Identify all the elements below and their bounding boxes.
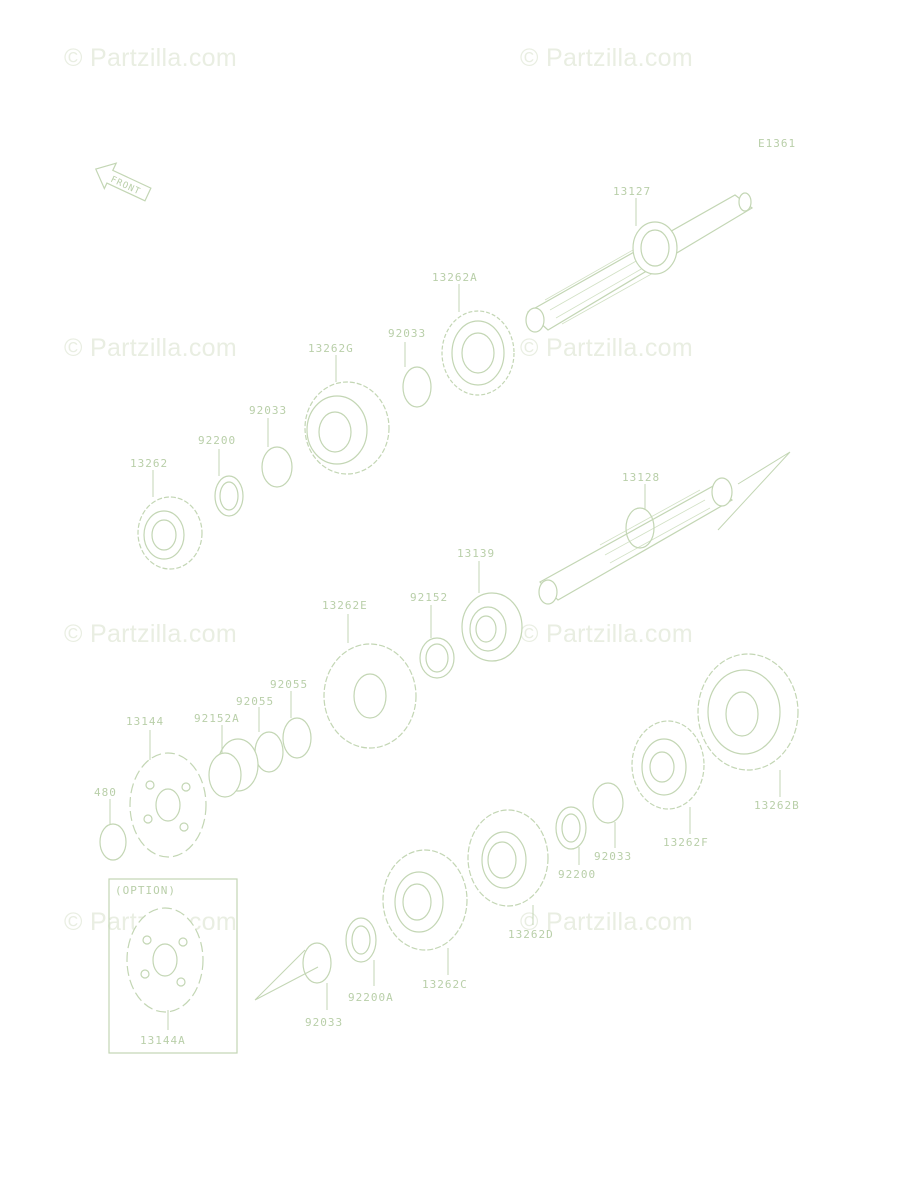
label-13128: 13128 bbox=[622, 471, 660, 484]
label-13262C: 13262C bbox=[422, 978, 468, 991]
gear-13262F bbox=[631, 720, 705, 810]
sprocket-13144 bbox=[129, 752, 207, 858]
label-92033: 92033 bbox=[594, 850, 632, 863]
front-arrow-icon: FRONT bbox=[94, 162, 152, 202]
ring-92055 bbox=[282, 717, 312, 759]
gear-13262C bbox=[382, 849, 468, 951]
label-13262G: 13262G bbox=[308, 342, 354, 355]
output-shaft bbox=[538, 477, 734, 605]
circlip-92033 bbox=[261, 446, 293, 488]
main-shaft bbox=[525, 192, 754, 333]
label-13139: 13139 bbox=[457, 547, 495, 560]
part-13139 bbox=[461, 592, 523, 662]
watermark: © Partzilla.com bbox=[64, 334, 237, 362]
label-13144: 13144 bbox=[126, 715, 164, 728]
label-92055: 92055 bbox=[270, 678, 308, 691]
gear-13262 bbox=[137, 496, 203, 570]
circlip-92033 bbox=[402, 366, 432, 408]
option-label: (OPTION) bbox=[115, 884, 176, 897]
label-13127: 13127 bbox=[613, 185, 651, 198]
washer-92200 bbox=[555, 806, 587, 850]
label-92200: 92200 bbox=[198, 434, 236, 447]
circlip-92033 bbox=[592, 782, 624, 824]
label-92055: 92055 bbox=[236, 695, 274, 708]
watermark: © Partzilla.com bbox=[520, 620, 693, 648]
label-92033: 92033 bbox=[305, 1016, 343, 1029]
gear-13262A bbox=[441, 310, 515, 396]
watermark: © Partzilla.com bbox=[520, 908, 693, 936]
label-13262A: 13262A bbox=[432, 271, 478, 284]
watermark: © Partzilla.com bbox=[520, 44, 693, 72]
label-92152: 92152 bbox=[410, 591, 448, 604]
label-13262D: 13262D bbox=[508, 928, 554, 941]
label-92200: 92200 bbox=[558, 868, 596, 881]
label-13144A: 13144A bbox=[140, 1034, 186, 1047]
label-92200A: 92200A bbox=[348, 991, 394, 1004]
label-13262: 13262 bbox=[130, 457, 168, 470]
label-13262B: 13262B bbox=[754, 799, 800, 812]
watermark: © Partzilla.com bbox=[64, 620, 237, 648]
ring-92055 bbox=[254, 731, 284, 773]
gear-13262G bbox=[304, 381, 390, 475]
washer-92200A bbox=[345, 917, 377, 963]
label-92152A: 92152A bbox=[194, 712, 240, 725]
label-92033: 92033 bbox=[388, 327, 426, 340]
circlip-92033 bbox=[302, 942, 332, 984]
circlip-480 bbox=[99, 823, 127, 861]
label-92033: 92033 bbox=[249, 404, 287, 417]
label-13262F: 13262F bbox=[663, 836, 709, 849]
label-13262E: 13262E bbox=[322, 599, 368, 612]
gear-13262E bbox=[323, 643, 417, 749]
collar-92152 bbox=[419, 637, 455, 679]
gear-13262D bbox=[467, 809, 549, 907]
option-box bbox=[108, 878, 238, 1054]
watermark: © Partzilla.com bbox=[64, 44, 237, 72]
label-480: 480 bbox=[94, 786, 117, 799]
watermark: © Partzilla.com bbox=[520, 334, 693, 362]
gear-13262B bbox=[697, 653, 799, 771]
collar-92152A bbox=[208, 738, 259, 798]
diagram-code: E1361 bbox=[758, 137, 796, 150]
sprocket-13144A bbox=[126, 907, 204, 1013]
